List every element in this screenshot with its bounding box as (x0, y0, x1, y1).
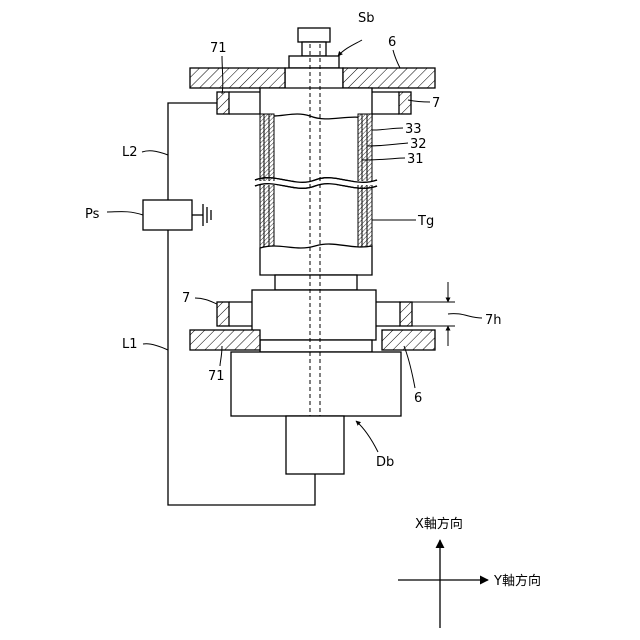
top-clamp-sb (285, 28, 343, 90)
axis-indicator (398, 540, 488, 628)
label-db: Db (376, 455, 394, 470)
label-l1: L1 (122, 337, 138, 352)
label-33: 33 (405, 122, 422, 137)
power-supply-ps (143, 200, 211, 230)
label-71-bottom: 71 (208, 369, 225, 384)
label-32: 32 (410, 137, 427, 152)
label-y-axis: Y軸方向 (493, 573, 541, 589)
upper-holder (260, 88, 372, 120)
label-6-bottom: 6 (414, 391, 422, 406)
lower-clamp (252, 290, 376, 352)
label-x-axis: X軸方向 (415, 516, 463, 532)
label-ps: Ps (85, 207, 100, 222)
label-tg: Tg (417, 214, 434, 229)
label-7h: 7h (485, 313, 502, 328)
label-7-bottom: 7 (182, 291, 190, 306)
label-71-top: 71 (210, 41, 227, 56)
target-tg (255, 114, 377, 250)
lower-holder (260, 244, 372, 290)
label-6-top: 6 (388, 35, 396, 50)
label-l2: L2 (122, 145, 138, 160)
label-31: 31 (407, 152, 424, 167)
label-sb: Sb (358, 11, 375, 26)
label-7-top: 7 (432, 96, 440, 111)
